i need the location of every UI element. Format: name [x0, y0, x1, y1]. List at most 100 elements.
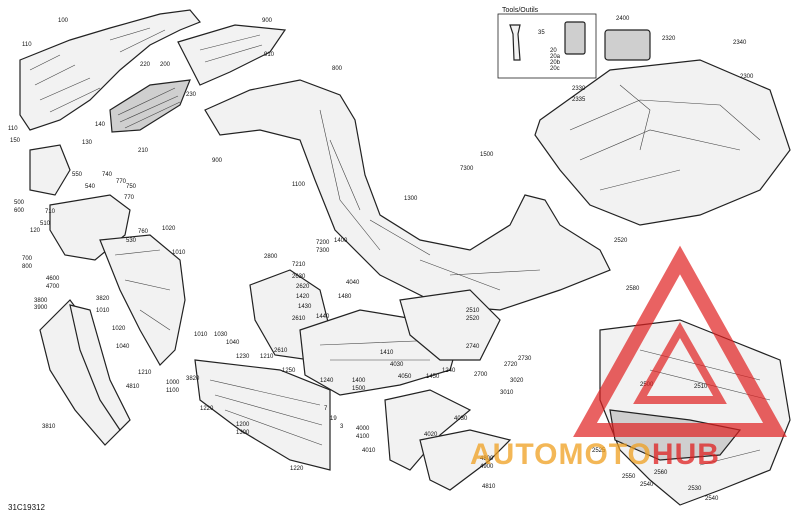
- part-callout-label: 3810: [42, 424, 56, 430]
- inner-fender-part: [399, 289, 501, 361]
- part-callout-label: 3010: [500, 390, 514, 396]
- part-callout-label: 2550: [622, 474, 636, 480]
- part-callout-label: 2620: [296, 284, 310, 290]
- part-callout-label: 1480: [338, 294, 352, 300]
- part-callout-label: 2740: [466, 344, 480, 350]
- part-callout-label: 1240: [442, 368, 456, 374]
- part-callout-label: 3820: [96, 296, 110, 302]
- part-callout-label: 2320: [662, 36, 676, 42]
- part-callout-label: 3020: [510, 378, 524, 384]
- part-callout-label: 2560: [654, 470, 668, 476]
- part-callout-label: 4050: [398, 374, 412, 380]
- part-callout-label: 910: [264, 52, 275, 58]
- part-callout-label: 1100: [292, 182, 306, 188]
- part-callout-label: 7200: [316, 240, 330, 246]
- part-callout-label: 4030: [390, 362, 404, 368]
- tools-label: 20: [550, 48, 557, 54]
- wrench-icon: [509, 24, 521, 61]
- part-callout-label: 1250: [282, 368, 296, 374]
- rear-rocker-trim-part: [419, 429, 512, 491]
- part-callout-label: 4020: [424, 432, 438, 438]
- part-callout-label: 2530: [688, 486, 702, 492]
- watermark-triangle-icon: [573, 245, 787, 437]
- part-callout-label: 2520: [614, 238, 628, 244]
- part-callout-label: 800: [22, 264, 33, 270]
- part-callout-label: 1430: [298, 304, 312, 310]
- part-callout-label: 1410: [380, 350, 394, 356]
- part-callout-label: 2720: [504, 362, 518, 368]
- part-callout-label: 7210: [292, 262, 306, 268]
- part-callout-label: 1010: [172, 250, 186, 256]
- main-cowl-frame-part: [204, 79, 611, 311]
- part-callout-label: 1300: [404, 196, 418, 202]
- part-callout-label: 1450: [426, 374, 440, 380]
- part-callout-label: 510: [40, 221, 51, 227]
- watermark-brand-part: HUB: [652, 438, 720, 471]
- part-callout-label: 2540: [640, 482, 654, 488]
- part-callout-label: 2330: [572, 86, 586, 92]
- part-callout-label: 1240: [320, 378, 334, 384]
- watermark-logo: [573, 245, 787, 437]
- part-callout-label: 2800: [264, 254, 278, 260]
- part-callout-label: 110: [8, 126, 18, 132]
- part-callout-label: 4900: [480, 464, 494, 470]
- part-callout-label: 540: [85, 184, 96, 190]
- part-callout-label: 19: [330, 416, 337, 422]
- part-callout-label: 2630: [292, 274, 306, 280]
- part-callout-label: 2610: [292, 316, 306, 322]
- part-callout-label: 1440: [316, 314, 330, 320]
- part-callout-label: 1030: [214, 332, 228, 338]
- part-callout-label: 150: [10, 138, 21, 144]
- part-callout-label: 700: [22, 256, 33, 262]
- part-callout-label: 1420: [296, 294, 310, 300]
- part-callout-label: 1300: [236, 430, 250, 436]
- part-callout-label: 2510: [694, 384, 708, 390]
- part-callout-label: 100: [58, 18, 69, 24]
- tools-label: 35: [538, 30, 545, 36]
- part-callout-label: 4810: [126, 384, 140, 390]
- tools-label: 20c: [550, 66, 560, 72]
- part-callout-label: 3800: [34, 298, 48, 304]
- part-callout-label: 7300: [316, 248, 330, 254]
- left-side-panel-part: [99, 234, 186, 366]
- part-callout-label: 2300: [740, 74, 754, 80]
- watermark-brand-text: AUTOMOTOHUB: [470, 438, 720, 471]
- part-callout-label: 500: [14, 200, 25, 206]
- part-callout-label: 7300: [460, 166, 474, 172]
- part-callout-label: 1000: [166, 380, 180, 386]
- part-callout-label: 1040: [116, 344, 130, 350]
- part-callout-label: 2340: [733, 40, 747, 46]
- part-callout-label: 2510: [466, 308, 480, 314]
- part-callout-label: 2700: [474, 372, 488, 378]
- rear-tub-part: [534, 29, 791, 226]
- part-callout-label: 1020: [112, 326, 126, 332]
- part-callout-label: 900: [262, 18, 273, 24]
- part-callout-label: 130: [82, 140, 93, 146]
- part-callout-label: 1400: [334, 238, 348, 244]
- part-callout-label: 1020: [162, 226, 176, 232]
- part-callout-label: 1010: [194, 332, 208, 338]
- part-callout-label: 1210: [138, 370, 152, 376]
- part-callout-label: 210: [138, 148, 149, 154]
- front-fascia-part: [19, 9, 201, 131]
- part-callout-label: 600: [14, 208, 25, 214]
- tools-label: 20a: [550, 54, 561, 60]
- part-callout-label: 750: [126, 184, 137, 190]
- hood-panel-part: [177, 24, 287, 86]
- part-callout-label: 1010: [96, 308, 110, 314]
- part-callout-label: 110: [22, 42, 32, 48]
- part-callout-label: 7: [324, 406, 328, 412]
- part-callout-label: 3: [340, 424, 344, 430]
- part-callout-label: 1220: [290, 466, 304, 472]
- part-callout-label: 220: [140, 62, 151, 68]
- part-callout-label: 140: [95, 122, 106, 128]
- diagram-id: 31C19312: [8, 503, 45, 512]
- part-callout-label: 4000: [356, 426, 370, 432]
- part-callout-label: 230: [186, 92, 197, 98]
- part-callout-label: 3900: [34, 305, 48, 311]
- part-callout-label: 4810: [482, 484, 496, 490]
- part-callout-label: 120: [30, 228, 41, 234]
